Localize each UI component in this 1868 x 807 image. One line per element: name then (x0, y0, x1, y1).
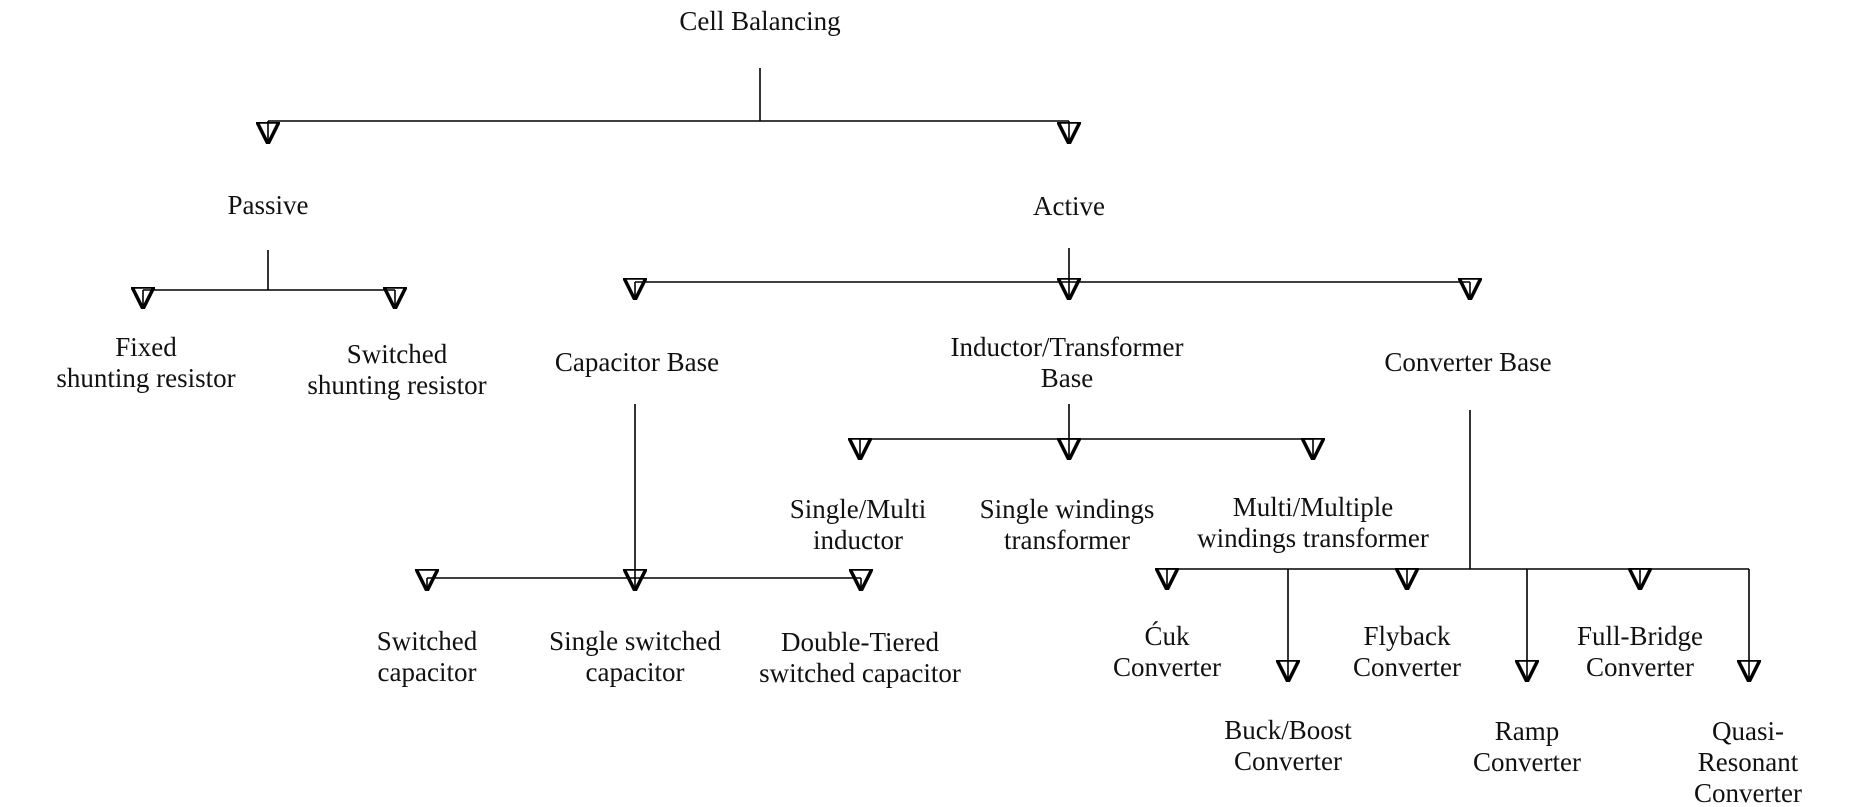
node-switched-shunting-resistor: Switched shunting resistor (307, 339, 487, 400)
node-flyback-converter: Flyback Converter (1353, 621, 1461, 682)
node-double-tiered-switched-capacitor: Double-Tiered switched capacitor (759, 627, 961, 688)
node-active: Active (1033, 191, 1105, 221)
node-capacitor-base: Capacitor Base (554, 347, 720, 377)
node-multi-multiple-windings-transformer: Multi/Multiple windings transformer (1197, 492, 1429, 553)
edge-converter-base-to-children (1167, 410, 1749, 682)
node-converter-base: Converter Base (1384, 347, 1552, 377)
edge-passive-to-children (143, 250, 395, 309)
node-inductor-transformer-base: Inductor/Transformer Base (950, 332, 1184, 393)
node-cell-balancing: Cell Balancing (679, 6, 841, 36)
edge-root-to-level1 (268, 68, 1069, 144)
node-quasi-resonant-converter: Quasi-Resonant Converter (1694, 716, 1802, 807)
node-single-multi-inductor: Single/Multi inductor (789, 494, 927, 555)
node-buck-boost-converter: Buck/Boost Converter (1224, 715, 1352, 776)
node-cuk-converter: Ćuk Converter (1113, 621, 1221, 682)
node-switched-capacitor: Switched capacitor (376, 626, 478, 687)
node-full-bridge-converter: Full-Bridge Converter (1577, 621, 1703, 682)
node-single-windings-transformer: Single windings transformer (979, 494, 1155, 555)
node-ramp-converter: Ramp Converter (1473, 716, 1581, 777)
node-passive: Passive (227, 190, 309, 220)
edge-inductor-base-to-children (860, 404, 1313, 460)
node-fixed-shunting-resistor: Fixed shunting resistor (56, 332, 236, 393)
edge-capacitor-base-to-children (427, 404, 861, 591)
edge-active-to-children (635, 248, 1470, 300)
node-single-switched-capacitor: Single switched capacitor (549, 626, 721, 687)
